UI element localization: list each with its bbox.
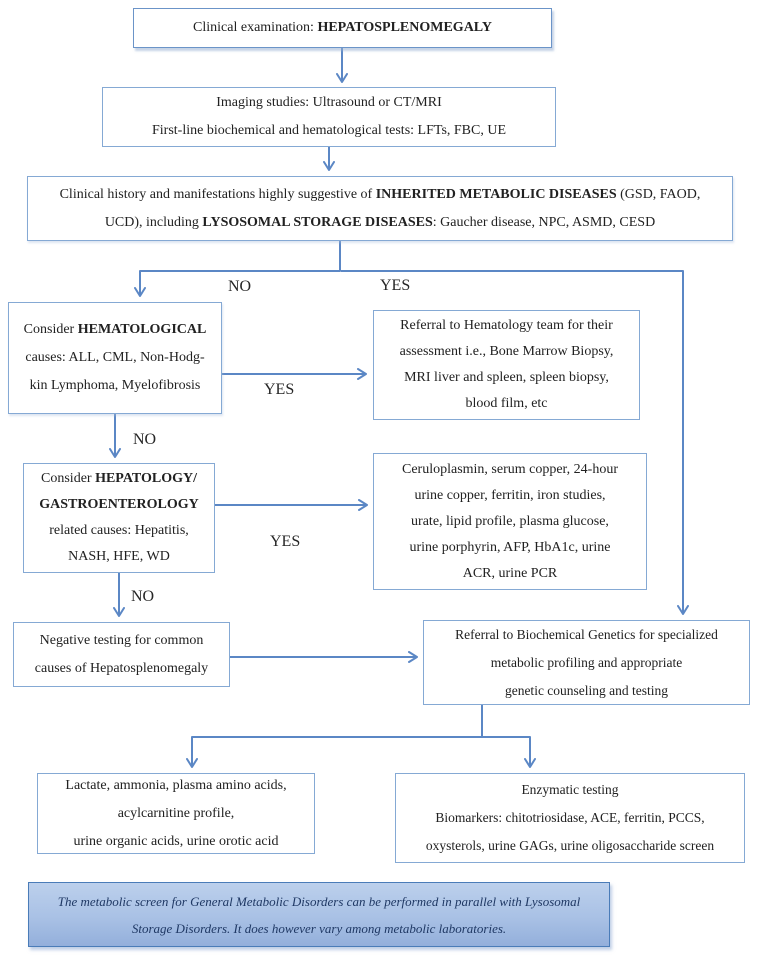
node-metabolic-screen: Lactate, ammonia, plasma amino acids, ac… <box>37 773 315 854</box>
node-clinical-examination: Clinical examination: HEPATOSPLENOMEGALY <box>133 8 552 48</box>
node-text-line: urine porphyrin, AFP, HbA1c, urine <box>409 539 611 555</box>
text-segment-bold: GASTROENTEROLOGY <box>39 497 199 512</box>
text-segment: Consider <box>41 471 96 486</box>
node-negative-testing: Negative testing for common causes of He… <box>13 622 230 687</box>
text-segment: UCD), including <box>104 214 203 230</box>
node-text-line: Consider HEMATOLOGICAL <box>12 316 218 344</box>
node-text-line: Imaging studies: Ultrasound or CT/MRI <box>216 95 442 110</box>
label-hepatology-yes: YES <box>270 533 301 550</box>
node-hematology-referral: Referral to Hematology team for their as… <box>373 310 640 420</box>
text-segment: Consider <box>23 322 78 337</box>
label-hematology-yes: YES <box>264 381 295 398</box>
text-segment-bold: INHERITED METABOLIC DISEASES <box>375 186 617 202</box>
node-text-line: Biomarkers: chitotriosidase, ACE, ferrit… <box>435 810 705 825</box>
node-text-line: GASTROENTEROLOGY <box>27 492 211 518</box>
node-text-line: Negative testing for common <box>39 632 204 648</box>
text-segment: Clinical history and manifestations high… <box>59 186 376 202</box>
node-text-line: First-line biochemical and hematological… <box>151 123 507 138</box>
text-segment: Clinical examination: <box>193 20 318 35</box>
node-text-line: Enzymatic testing <box>521 782 619 797</box>
node-text-line: Lactate, ammonia, plasma amino acids, <box>65 777 287 793</box>
node-text-line: Ceruloplasmin, serum copper, 24-hour <box>401 461 618 477</box>
text-segment-bold: HEMATOLOGICAL <box>77 322 207 337</box>
node-genetics-referral: Referral to Biochemical Genetics for spe… <box>423 620 750 705</box>
node-text-line: Consider HEPATOLOGY/ <box>27 466 211 492</box>
node-biochemical-tests: Ceruloplasmin, serum copper, 24-hour uri… <box>373 453 647 590</box>
note-text-line: Storage Disorders. It does however vary … <box>131 920 507 936</box>
node-text-line: metabolic profiling and appropriate <box>490 654 683 670</box>
connector-genetics-split-left <box>186 705 483 768</box>
node-enzymatic-testing: Enzymatic testing Biomarkers: chitotrios… <box>395 773 745 863</box>
node-text-line: assessment i.e., Bone Marrow Biopsy, <box>399 344 614 359</box>
node-text-line: blood film, etc <box>465 396 548 411</box>
text-segment: : Gaucher disease, NPC, ASMD, CESD <box>432 214 656 230</box>
node-text-line: MRI liver and spleen, spleen biopsy, <box>404 370 609 385</box>
text-segment-bold: HEPATOLOGY/ <box>95 471 197 486</box>
node-text-line: ACR, urine PCR <box>462 565 558 581</box>
node-text-line: Clinical examination: HEPATOSPLENOMEGALY <box>137 14 548 42</box>
connector-genetics-split-right <box>482 736 536 768</box>
node-text-line: causes: ALL, CML, Non-Hodg- <box>25 350 205 365</box>
node-text-line: NASH, HFE, WD <box>68 549 170 564</box>
node-text-line: Referral to Biochemical Genetics for spe… <box>455 626 718 642</box>
note-box: The metabolic screen for General Metabol… <box>28 882 610 947</box>
label-branch-no: NO <box>228 278 252 295</box>
text-segment-bold: HEPATOSPLENOMEGALY <box>317 20 492 35</box>
node-clinical-history: Clinical history and manifestations high… <box>27 176 733 241</box>
node-text-line: kin Lymphoma, Myelofibrosis <box>29 378 201 393</box>
node-text-line: urate, lipid profile, plasma glucose, <box>411 513 609 529</box>
text-segment: (GSD, FAOD, <box>616 186 701 202</box>
node-hematological-causes: Consider HEMATOLOGICAL causes: ALL, CML,… <box>8 302 222 414</box>
node-text-line: Clinical history and manifestations high… <box>31 181 729 209</box>
text-segment-bold: LYSOSOMAL STORAGE DISEASES <box>202 214 433 230</box>
node-text-line: acylcarnitine profile, <box>117 805 235 821</box>
node-text-line: Referral to Hematology team for their <box>400 318 613 333</box>
node-text-line: urine copper, ferritin, iron studies, <box>414 487 606 503</box>
note-text-line: The metabolic screen for General Metabol… <box>57 893 581 909</box>
label-hematology-no: NO <box>133 431 157 448</box>
node-hepatology-causes: Consider HEPATOLOGY/ GASTROENTEROLOGY re… <box>23 463 215 573</box>
label-branch-yes: YES <box>380 277 411 294</box>
node-text-line: UCD), including LYSOSOMAL STORAGE DISEAS… <box>31 209 729 237</box>
node-text-line: oxysterols, urine GAGs, urine oligosacch… <box>425 838 715 853</box>
node-text-line: urine organic acids, urine orotic acid <box>73 833 279 849</box>
node-imaging-tests: Imaging studies: Ultrasound or CT/MRI Fi… <box>102 87 556 147</box>
node-text-line: related causes: Hepatitis, <box>49 523 189 538</box>
label-hepatology-no: NO <box>131 588 155 605</box>
node-text-line: genetic counseling and testing <box>504 682 669 698</box>
node-text-line: causes of Hepatosplenomegaly <box>34 660 209 676</box>
